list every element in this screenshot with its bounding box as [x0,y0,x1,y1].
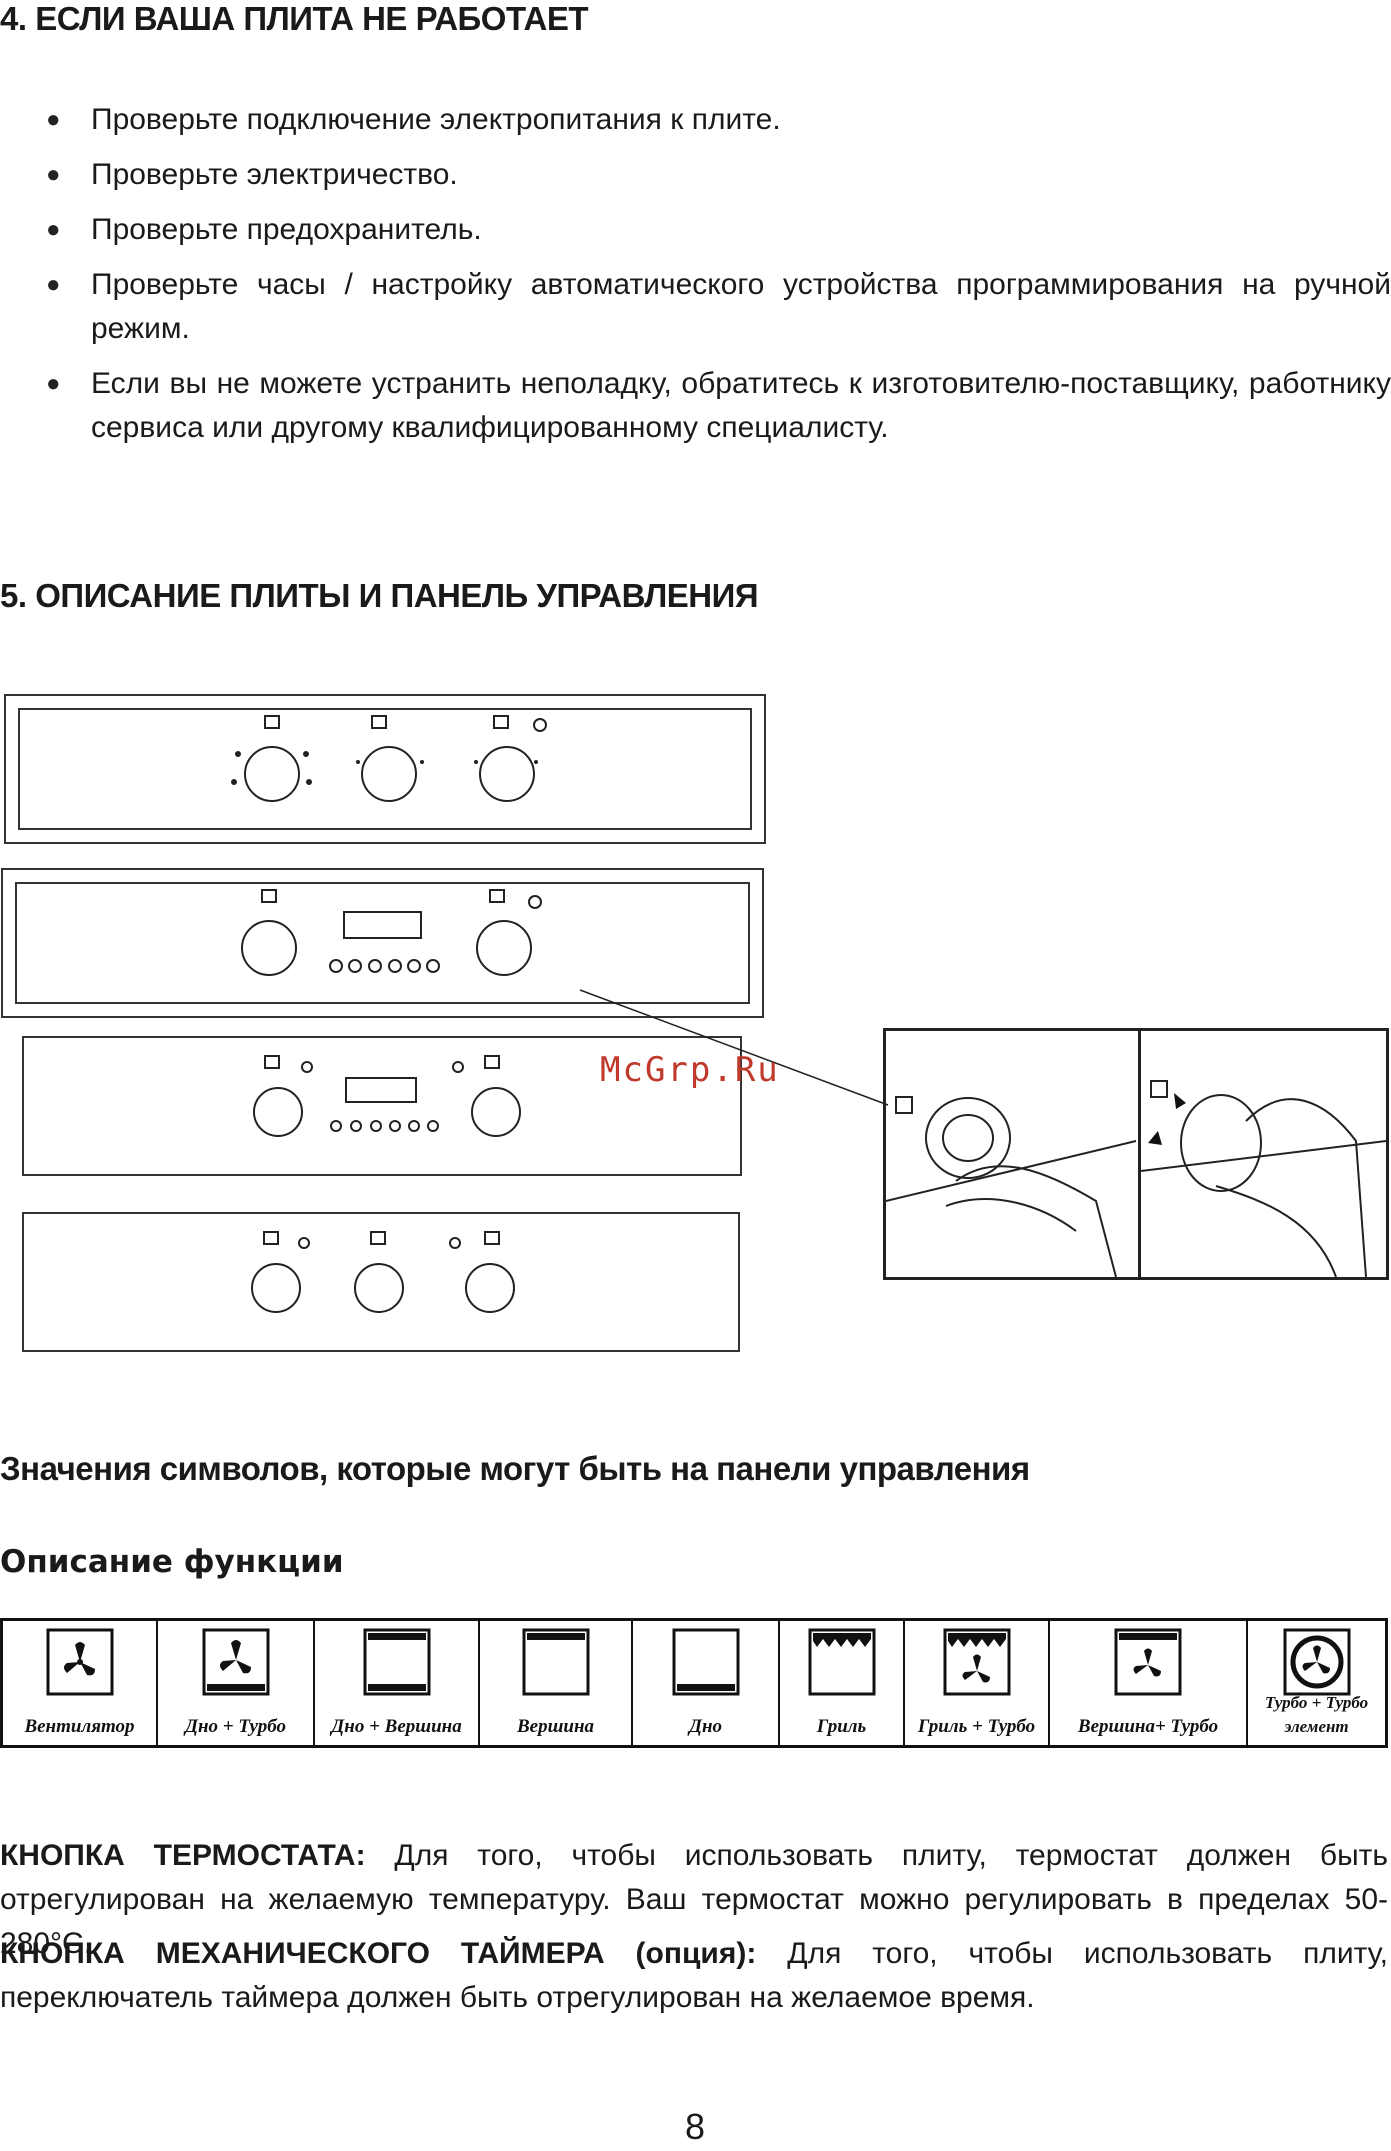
symbols-table: Вентилятор Дно + Турбо Дно + Вершина Вер… [0,1618,1388,1748]
timer-text: Для того, чтобы использовать плиту, пере… [0,1937,1388,2014]
fan-icon [46,1628,113,1696]
symbol-cell-turbo-element: Турбо + Турбо элемент [1248,1621,1385,1745]
symbol-cell-fan: Вентилятор [3,1621,158,1745]
symbol-cell-grill-turbo: Гриль + Турбо [905,1621,1050,1745]
hand-knob-drawing [886,1080,1386,1277]
panel-4-knobs [251,1231,515,1313]
list-item: Проверьте электричество. [0,153,1391,197]
symbol-label: Дно [688,1716,723,1737]
section-5-heading: 5. ОПИСАНИЕ ПЛИТЫ И ПАНЕЛЬ УПРАВЛЕНИЯ [0,577,759,614]
timer-description: КНОПКА МЕХАНИЧЕСКОГО ТАЙМЕРА (опция): Дл… [0,1932,1388,2020]
grill-turbo-icon [943,1628,1010,1696]
list-item: Проверьте часы / настройку автоматическо… [0,263,1391,351]
section-4-heading: 4. ЕСЛИ ВАША ПЛИТА НЕ РАБОТАЕТ [0,0,589,37]
symbol-label: Гриль + Турбо [917,1716,1036,1737]
symbol-cell-grill: Гриль [780,1621,905,1745]
symbol-label: Вентилятор [24,1716,135,1737]
top-turbo-icon [1114,1628,1182,1696]
thermostat-text: Для того, чтобы использовать плиту, терм… [0,1839,1388,1960]
symbol-cell-top: Вершина [480,1621,633,1745]
turbo-element-icon [1283,1628,1350,1696]
bottom-turbo-icon [202,1628,269,1696]
symbol-cell-top-turbo: Вершина+ Турбо [1050,1621,1248,1745]
troubleshooting-list: Проверьте подключение электропитания к п… [0,98,1391,461]
symbol-label: Гриль [816,1716,867,1737]
page-number: 8 [684,2106,706,2147]
panel-3-knobs [253,1055,521,1137]
symbol-cell-bottom: Дно [633,1621,780,1745]
thermostat-label: КНОПКА ТЕРМОСТАТА: [0,1839,366,1872]
control-panel-4 [22,1212,740,1352]
grill-icon [808,1628,875,1696]
symbol-label: Вершина [516,1716,595,1737]
symbol-label: Вершина+ Турбо [1077,1716,1219,1737]
knob-operation-illustration [883,1028,1389,1280]
bottom-heat-icon [672,1628,739,1696]
control-panel-2 [1,868,764,1018]
symbol-label: Дно + Вершина [331,1716,462,1737]
watermark-text: McGrp.Ru [600,1050,780,1090]
list-item: Проверьте предохранитель. [0,208,1391,252]
timer-label: КНОПКА МЕХАНИЧЕСКОГО ТАЙМЕРА (опция): [0,1937,757,1970]
list-item: Проверьте подключение электропитания к п… [0,98,1391,142]
control-panel-1 [4,694,766,844]
symbol-cell-bottom-turbo: Дно + Турбо [158,1621,315,1745]
panel-2-knobs [241,889,542,976]
symbol-label: Турбо + Турбо элемент [1264,1693,1369,1736]
panel-1-knobs [231,715,547,802]
symbol-label: Дно + Турбо [185,1716,286,1737]
symbol-cell-bottom-top: Дно + Вершина [315,1621,480,1745]
list-item: Если вы не можете устранить неполадку, о… [0,362,1391,450]
bottom-top-icon [363,1628,430,1696]
top-heat-icon [522,1628,589,1696]
thermostat-description: КНОПКА ТЕРМОСТАТА: Для того, чтобы испол… [0,1834,1388,1966]
symbols-heading: Значения символов, которые могут быть на… [0,1450,1030,1487]
function-description-heading: Описание функции [0,1544,344,1580]
